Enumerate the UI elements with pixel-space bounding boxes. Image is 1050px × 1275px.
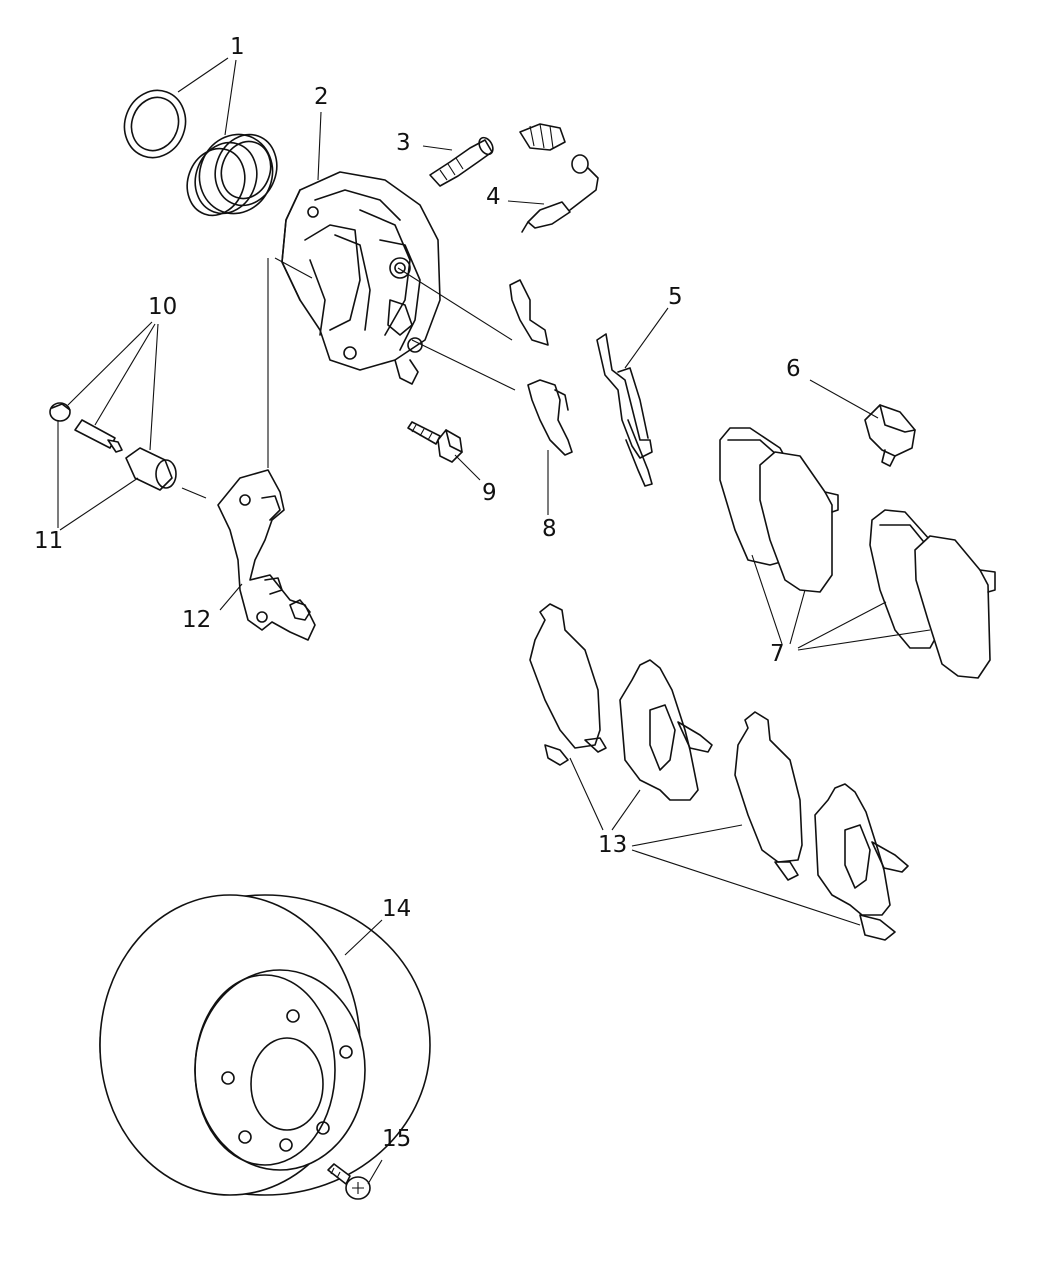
guide-pin-bushing [125,447,177,491]
callout-14: 14 [382,896,412,922]
front-brake-pad-b [759,451,839,593]
callout-7: 7 [770,641,785,667]
pad-spring [509,279,573,456]
callout-3: 3 [396,130,411,156]
leader-lines [57,57,931,1185]
rear-brake-pad-c [734,711,803,881]
piston-seal-ring [123,89,187,159]
guide-pin-cap [49,402,71,422]
callout-15: 15 [382,1126,412,1152]
rear-brake-pad-d [814,783,909,941]
caliper-bolt [407,421,463,463]
callout-5: 5 [668,284,683,310]
brake-rotor [99,894,431,1196]
rotor-screw [327,1163,371,1200]
caliper-housing [281,171,441,385]
callout-10: 10 [148,294,178,320]
callout-9: 9 [482,480,497,506]
rear-brake-pad-a [529,603,607,766]
callout-1: 1 [230,34,245,60]
bleeder-screw [429,136,494,187]
callout-4: 4 [486,184,501,210]
caliper-bracket [217,469,316,641]
callout-6: 6 [786,356,801,382]
callout-13: 13 [598,832,628,858]
rear-brake-pad-b [619,659,713,801]
anti-rattle-spring [596,333,653,487]
callout-11: 11 [34,528,64,554]
guide-pin [74,419,123,453]
front-brake-pad-d [914,535,996,679]
wear-sensor [519,123,599,233]
callout-8: 8 [542,516,557,542]
callout-2: 2 [314,84,329,110]
pad-clip [864,404,916,467]
callout-12: 12 [182,607,212,633]
piston-boot [186,133,278,217]
